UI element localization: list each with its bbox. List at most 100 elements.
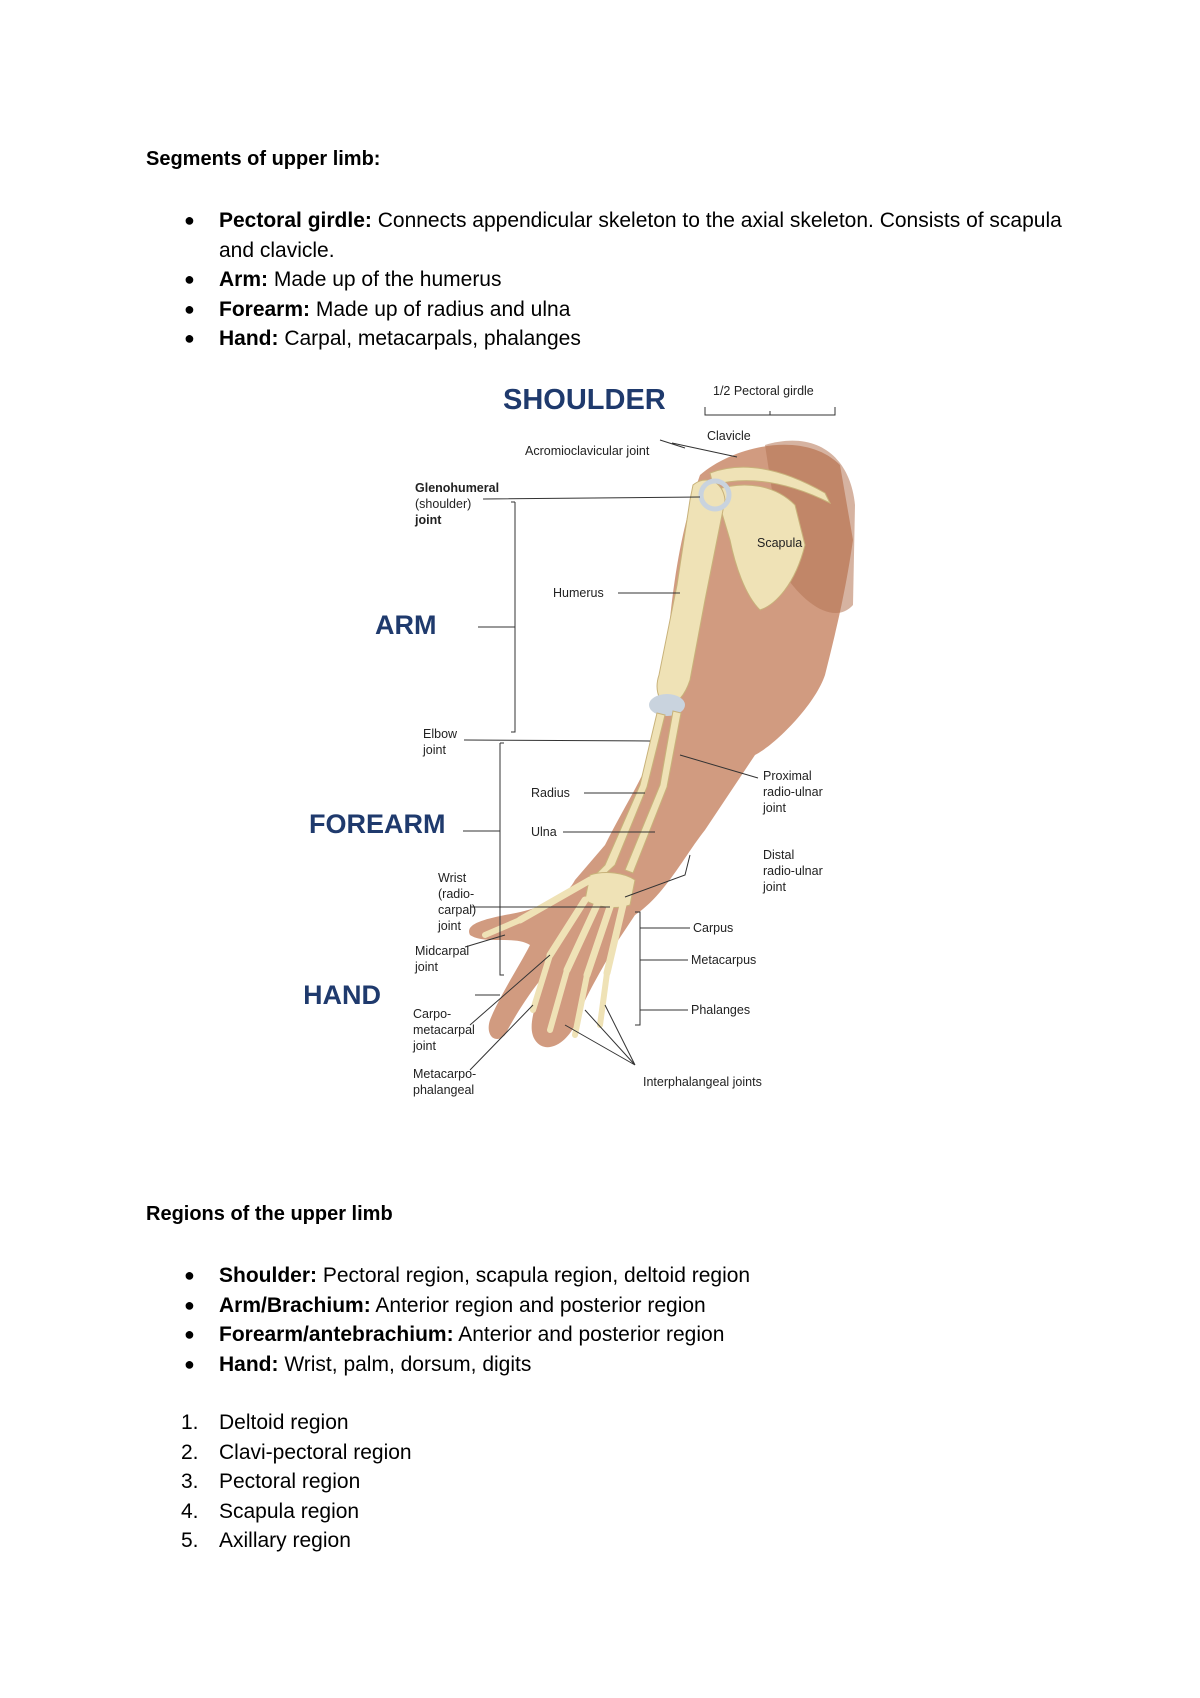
metacarpal-bones [516,876,627,979]
scapula-bone [714,484,806,611]
upper-limb-figure: SHOULDER ARM FOREARM HAND 1/2 Pectoral g… [305,375,865,1107]
list-item-text: Connects appendicular skeleton to the ax… [219,209,1062,262]
bullet-icon: ● [184,269,195,289]
list-item: ● Hand: Wrist, palm, dorsum, digits [146,1350,1079,1380]
label-wrist-3: carpal) [438,903,476,917]
list-item-text: Carpal, metacarpals, phalanges [278,327,581,350]
label-metacarpophalangeal-2: phalangeal [413,1083,474,1097]
segments-list: ● Pectoral girdle: Connects appendicular … [146,206,1079,354]
list-item-term: Arm: [219,268,269,291]
segment-label-arm: ARM [375,610,437,640]
label-scapula: Scapula [757,536,802,550]
label-metacarpophalangeal-1: Metacarpo- [413,1067,476,1081]
ulna-bone [624,710,682,874]
label-radius: Radius [531,786,570,800]
list-item-term: Hand: [219,1352,279,1376]
label-proximal-3: joint [762,801,786,815]
bullet-icon: ● [184,210,195,230]
segment-label-hand: HAND [305,980,381,1010]
label-carpus: Carpus [693,921,733,935]
numbered-item: 1. Deltoid region [146,1408,1079,1438]
list-item-term: Forearm/antebrachium: [219,1323,454,1346]
list-item: ● Pectoral girdle: Connects appendicular … [146,206,1079,265]
bullet-icon: ● [184,298,195,319]
item-text: Axillary region [219,1529,351,1552]
list-item-term: Arm/Brachium: [219,1293,371,1317]
label-clavicle: Clavicle [707,429,751,443]
label-distal-3: joint [762,880,786,894]
list-item-term: Forearm: [219,297,311,321]
label-distal-2: radio-ulnar [763,864,823,878]
bullet-icon: ● [184,328,195,348]
list-item-term: Shoulder: [219,1264,317,1287]
clavicle-bone [709,466,832,505]
elbow-cartilage [649,694,685,716]
list-item-text: Pectoral region, scapula region, deltoid… [317,1264,751,1287]
label-glenohumeral-2: (shoulder) [415,497,471,511]
label-wrist-2: (radio- [438,887,474,901]
carpal-bones [584,872,636,908]
numbered-item: 3. Pectoral region [146,1467,1079,1497]
numbered-item: 5. Axillary region [146,1526,1079,1556]
regions-heading: Regions of the upper limb [146,1203,393,1225]
label-carpometacarpal-2: metacarpal [413,1023,475,1037]
label-carpometacarpal-1: Carpo- [413,1007,451,1021]
label-elbow-1: Elbow [423,727,458,741]
item-text: Deltoid region [219,1411,349,1434]
upper-limb-diagram: SHOULDER ARM FOREARM HAND 1/2 Pectoral g… [305,384,855,1097]
list-item-text: Made up of the humerus [268,268,502,291]
list-item-term: Hand: [219,327,279,350]
label-humerus: Humerus [553,586,604,600]
label-proximal-1: Proximal [763,769,812,783]
label-interphalangeal: Interphalangeal joints [643,1075,762,1089]
label-wrist-4: joint [437,919,461,933]
label-glenohumeral-3: joint [414,513,442,527]
bullet-icon: ● [184,1294,195,1315]
item-number: 3. [181,1470,199,1493]
bullet-icon: ● [184,1324,195,1344]
item-number: 4. [181,1499,199,1523]
list-item: ● Forearm/antebrachium: Anterior and post… [146,1320,1079,1350]
regions-numbered-list: 1. Deltoid region 2. Clavi-pectoral region… [146,1408,1079,1556]
label-acromioclavicular: Acromioclavicular joint [525,444,650,458]
label-midcarpal-2: joint [414,960,438,974]
label-midcarpal-1: Midcarpal [415,944,469,958]
phalanx-bones [482,917,610,1038]
item-text: Pectoral region [219,1470,361,1493]
label-pectoral-girdle: 1/2 Pectoral girdle [713,384,814,398]
list-item-text: Made up of radius and ulna [310,297,571,321]
list-item-text: Wrist, palm, dorsum, digits [278,1352,532,1376]
label-carpometacarpal-3: joint [412,1039,436,1053]
label-elbow-2: joint [422,743,446,757]
numbered-item: 2. Clavi-pectoral region [146,1438,1079,1468]
label-glenohumeral-1: Glenohumeral [415,481,499,495]
list-item: ● Arm: Made up of the humerus [146,265,1079,295]
label-wrist-1: Wrist [438,871,467,885]
segment-label-forearm: FOREARM [309,809,446,839]
list-item-text: Anterior and posterior region [453,1323,725,1346]
label-distal-1: Distal [763,848,794,862]
segments-heading: Segments of upper limb: [146,148,381,170]
label-metacarpus: Metacarpus [691,953,756,967]
list-item-term: Pectoral girdle: [219,209,372,232]
item-number: 5. [181,1529,199,1552]
numbered-item: 4. Scapula region [146,1497,1079,1527]
regions-list: ● Shoulder: Pectoral region, scapula regi… [146,1261,1079,1379]
label-ulna: Ulna [531,825,557,839]
bullet-icon: ● [184,1265,195,1285]
list-item: ● Hand: Carpal, metacarpals, phalanges [146,324,1079,354]
list-item-text: Anterior region and posterior region [370,1293,706,1317]
list-item: ● Shoulder: Pectoral region, scapula regi… [146,1261,1079,1291]
item-text: Clavi-pectoral region [219,1440,412,1464]
label-proximal-2: radio-ulnar [763,785,823,799]
item-text: Scapula region [219,1499,360,1523]
item-number: 2. [181,1440,199,1464]
item-number: 1. [181,1411,199,1434]
list-item: ● Arm/Brachium: Anterior region and poste… [146,1291,1079,1321]
glenohumeral-cartilage [698,478,732,512]
bullet-icon: ● [184,1353,195,1374]
list-item: ● Forearm: Made up of radius and ulna [146,295,1079,325]
label-phalanges: Phalanges [691,1003,750,1017]
segment-label-shoulder: SHOULDER [503,384,666,416]
